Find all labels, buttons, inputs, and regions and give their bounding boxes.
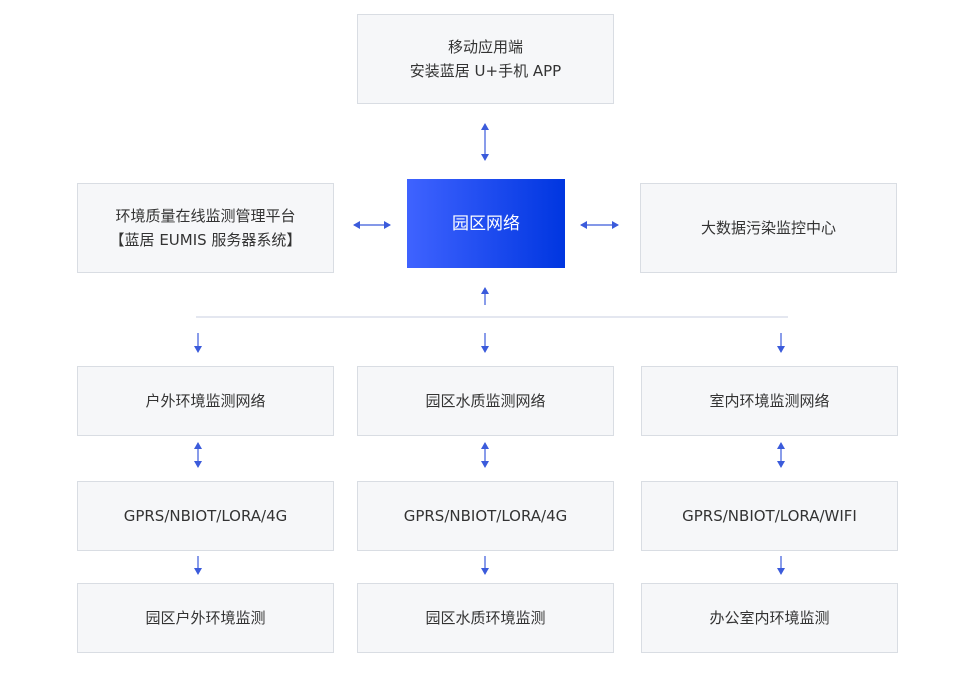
platform-node: 环境质量在线监测管理平台 【蓝居 EUMIS 服务器系统】 [77,183,334,273]
park-network-hub: 园区网络 [407,179,565,268]
water-network-node: 园区水质监测网络 [357,366,614,436]
hub-label: 园区网络 [452,213,520,234]
water-monitor-node: 园区水质环境监测 [357,583,614,653]
mobile-app-node: 移动应用端 安装蓝居 U+手机 APP [357,14,614,104]
network-label: 室内环境监测网络 [709,392,830,410]
indoor-network-node: 室内环境监测网络 [641,366,898,436]
outdoor-protocol-node: GPRS/NBIOT/LORA/4G [77,481,334,551]
bigdata-label: 大数据污染监控中心 [700,219,836,237]
network-label: 园区水质监测网络 [425,392,546,410]
indoor-monitor-node: 办公室内环境监测 [641,583,898,653]
bigdata-center-node: 大数据污染监控中心 [640,183,897,273]
monitor-label: 园区户外环境监测 [145,609,266,627]
outdoor-network-node: 户外环境监测网络 [77,366,334,436]
water-protocol-node: GPRS/NBIOT/LORA/4G [357,481,614,551]
monitor-label: 办公室内环境监测 [709,609,830,627]
mobile-app-subtitle: 安装蓝居 U+手机 APP [409,62,562,80]
mobile-app-title: 移动应用端 [447,38,523,56]
protocol-label: GPRS/NBIOT/LORA/4G [403,507,568,525]
indoor-protocol-node: GPRS/NBIOT/LORA/WIFI [641,481,898,551]
monitor-label: 园区水质环境监测 [425,609,546,627]
outdoor-monitor-node: 园区户外环境监测 [77,583,334,653]
protocol-label: GPRS/NBIOT/LORA/4G [123,507,288,525]
platform-title: 环境质量在线监测管理平台 [115,207,296,225]
protocol-label: GPRS/NBIOT/LORA/WIFI [682,507,857,525]
network-label: 户外环境监测网络 [145,392,266,410]
platform-subtitle: 【蓝居 EUMIS 服务器系统】 [109,231,302,249]
